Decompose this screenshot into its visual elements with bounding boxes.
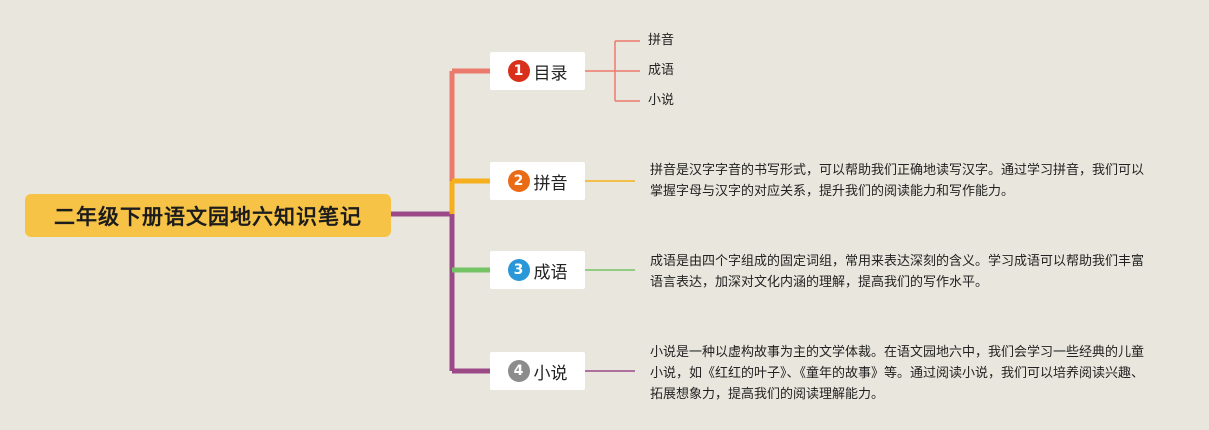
root-topic-label: 二年级下册语文园地六知识笔记 — [54, 204, 362, 229]
subtopic-pinyin[interactable]: 拼音 — [648, 33, 675, 48]
topic-idioms[interactable]: 3 成语 — [490, 251, 585, 289]
topic-label: 目录 — [533, 63, 568, 84]
topic-label: 成语 — [533, 262, 568, 283]
number-badge: 2 — [507, 170, 530, 192]
topic-pinyin[interactable]: 2 拼音 — [490, 162, 585, 200]
subtopic-novels[interactable]: 小说 — [648, 93, 675, 108]
note-pinyin: 拼音是汉字字音的书写形式，可以帮助我们正确地读写汉字。通过学习拼音，我们可以掌握… — [650, 163, 1145, 199]
subtopic-idioms[interactable]: 成语 — [648, 63, 675, 78]
note-idioms: 成语是由四个字组成的固定词组，常用来表达深刻的含义。学习成语可以帮助我们丰富语言… — [650, 254, 1145, 290]
topic-directory[interactable]: 1 目录 — [490, 52, 585, 90]
number-badge: 4 — [507, 360, 530, 382]
note-novels: 小说是一种以虚构故事为主的文学体裁。在语文园地六中，我们会学习一些经典的儿童小说… — [650, 345, 1145, 402]
number-badge: 1 — [507, 60, 530, 82]
root-topic[interactable]: 二年级下册语文园地六知识笔记 — [25, 194, 391, 237]
topic-novels[interactable]: 4 小说 — [490, 352, 585, 390]
topic-label: 小说 — [533, 363, 568, 384]
number-badge: 3 — [507, 259, 530, 281]
topic-label: 拼音 — [533, 173, 568, 194]
